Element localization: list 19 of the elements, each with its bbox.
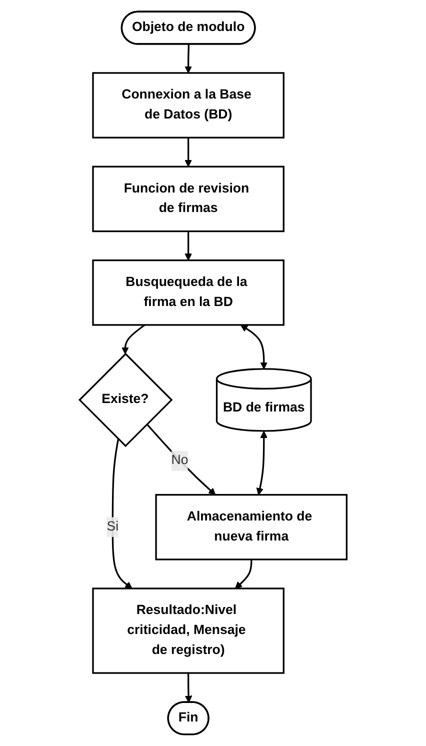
arrow <box>256 430 268 496</box>
arrow <box>184 44 192 74</box>
arrow <box>121 324 146 354</box>
flowchart: No Si Objeto de modulo Connexion a la Base de Datos (BD) Funcion de revision de firmas Busquequeda de la firma en la BD BD de firmas Existe? Almacenamiento de nueva firma Resultado:Nivel criticidad, Mensaje de registro) Fin <box>72 5 354 741</box>
arrow <box>234 559 252 589</box>
arrow <box>184 231 192 261</box>
node-box <box>92 259 284 326</box>
arrow <box>184 138 192 167</box>
node-box <box>155 494 348 560</box>
node-box <box>92 166 284 232</box>
arrow <box>240 324 268 370</box>
arrow <box>146 424 216 496</box>
edge-label: No <box>171 453 188 468</box>
edge-label: Si <box>106 520 118 534</box>
node-box <box>92 588 284 674</box>
arrow <box>184 673 192 703</box>
node-box <box>92 72 284 138</box>
arrow <box>112 438 132 589</box>
node-diamond <box>78 352 173 448</box>
